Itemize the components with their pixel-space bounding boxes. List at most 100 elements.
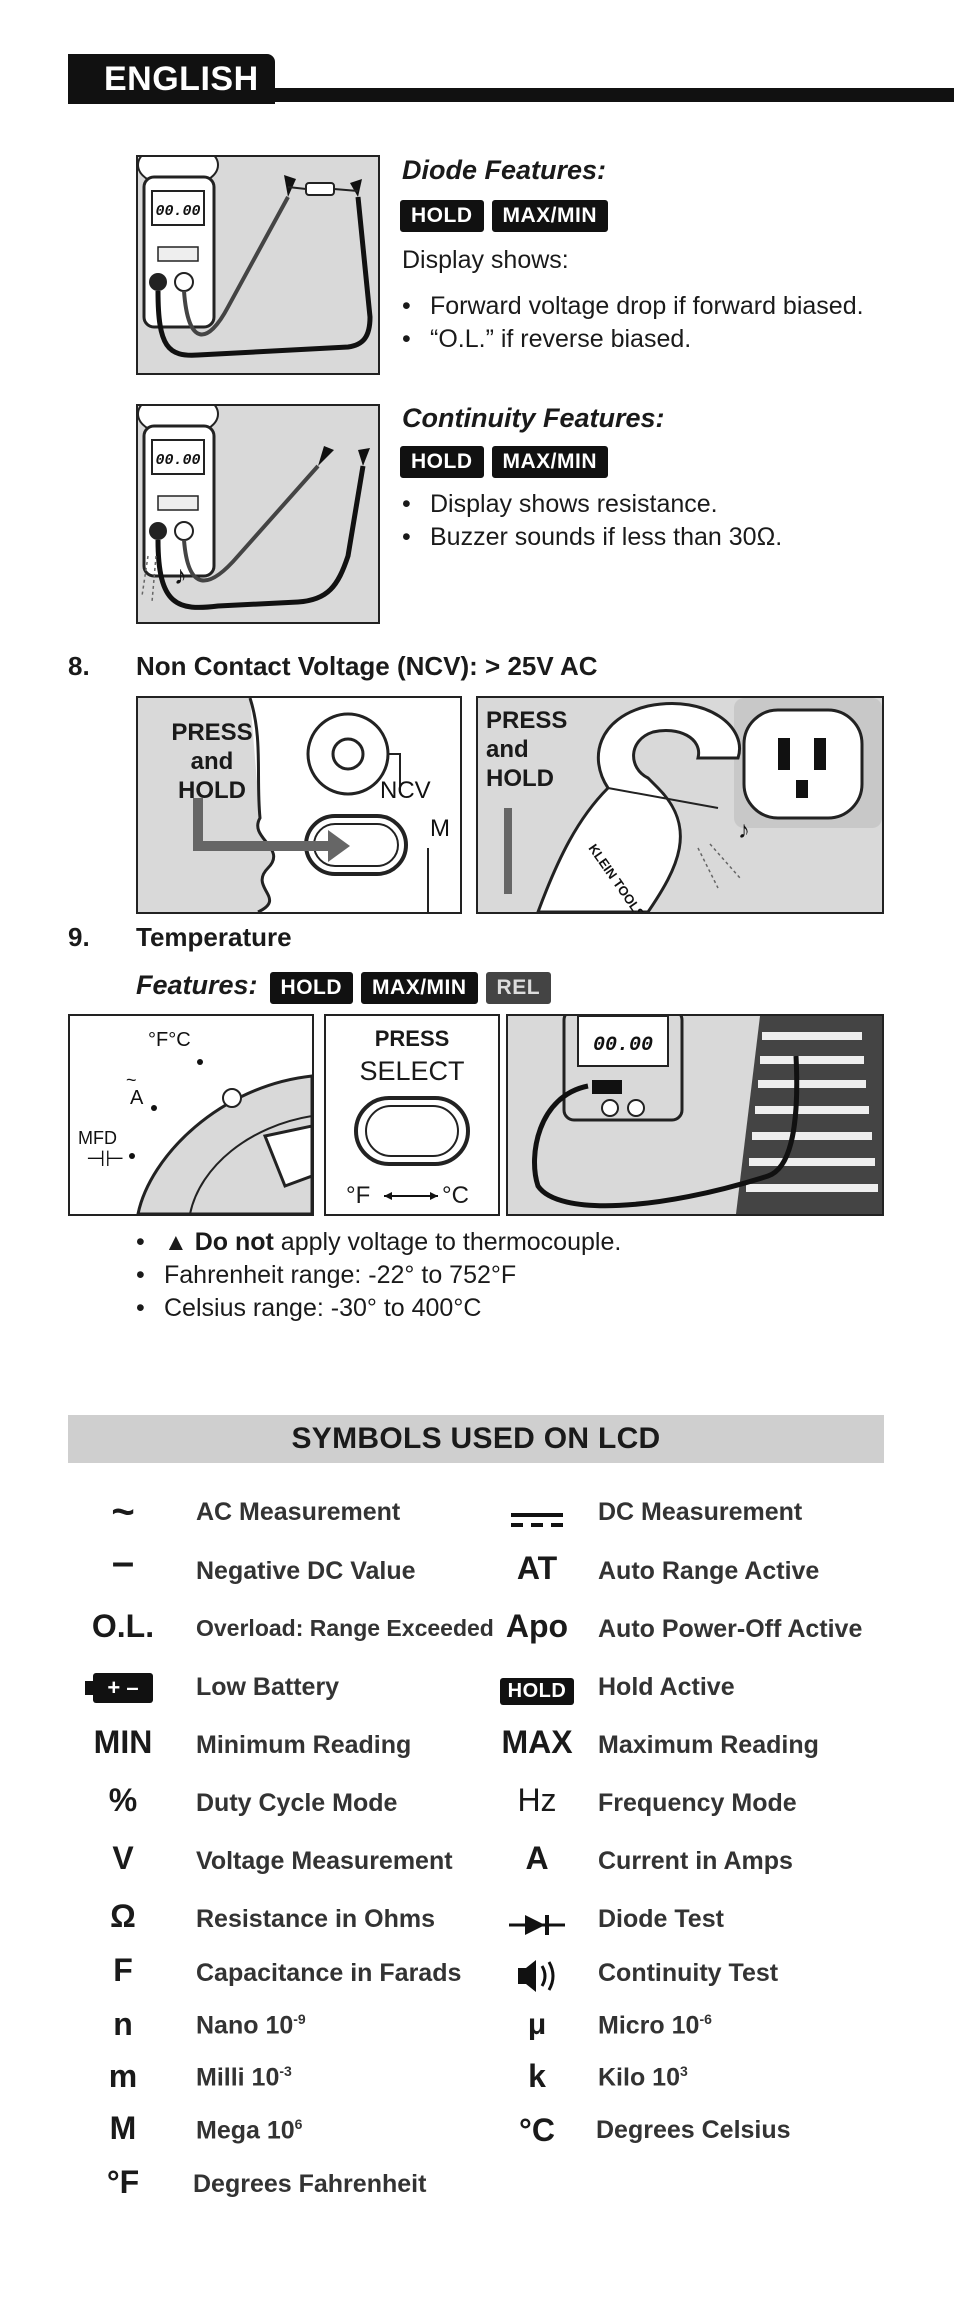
temperature-dial-illustration: °F°C A ~ MFD ⊣⊢ xyxy=(68,1014,314,1216)
symbol-desc: Duty Cycle Mode xyxy=(196,1789,398,1817)
dial-amps-label: A xyxy=(130,1087,144,1109)
diode-lcd-reading: 00.00 xyxy=(155,203,200,220)
diode-bullets: Forward voltage drop if forward biased. … xyxy=(400,290,900,356)
dial-fc-label: °F°C xyxy=(148,1029,191,1051)
symbols-heading: SYMBOLS USED ON LCD xyxy=(68,1415,884,1463)
continuity-lcd-reading: 00.00 xyxy=(155,452,200,469)
ncv-title: Non Contact Voltage (NCV): > 25V AC xyxy=(136,651,598,681)
unit-left-label: °F xyxy=(346,1182,371,1209)
percent-symbol: % xyxy=(108,1782,138,1818)
language-tab: ENGLISH xyxy=(68,54,275,104)
list-item: Fahrenheit range: -22° to 752°F xyxy=(134,1259,854,1292)
symbol-desc: Kilo 103 xyxy=(598,2063,688,2092)
symbol-desc: Voltage Measurement xyxy=(196,1847,453,1875)
select-label: SELECT xyxy=(359,1056,465,1086)
symbol-desc: Current in Amps xyxy=(598,1847,793,1875)
micro-symbol: μ xyxy=(527,2008,547,2041)
continuity-bullets: Display shows resistance. Buzzer sounds … xyxy=(400,488,900,554)
overload-symbol: O.L. xyxy=(91,1608,155,1644)
step-number: 9. xyxy=(68,922,90,952)
symbol-desc: Degrees Celsius xyxy=(596,2116,791,2144)
continuity-illustration: 00.00 ♪ xyxy=(136,404,380,624)
symbol-desc: AC Measurement xyxy=(196,1498,401,1526)
kilo-symbol: k xyxy=(528,2058,546,2094)
maxmin-badge: MAX/MIN xyxy=(361,972,478,1004)
press-label: PRESS xyxy=(374,1026,450,1051)
hold-badge: HOLD xyxy=(269,972,354,1004)
symbol-desc: Capacitance in Farads xyxy=(196,1959,462,1987)
max-symbol: MAX xyxy=(501,1724,573,1760)
temperature-title: Temperature xyxy=(136,922,292,952)
symbol-desc: Auto Power-Off Active xyxy=(598,1615,863,1643)
diode-icon xyxy=(482,1908,592,1945)
ncv-button-label: NCV xyxy=(380,777,431,804)
symbol-desc: Milli 10-3 xyxy=(196,2063,292,2092)
svg-text:~: ~ xyxy=(126,1070,137,1090)
header-rule xyxy=(68,88,954,102)
min-symbol: MIN xyxy=(93,1724,153,1760)
ncv-edge-label: M xyxy=(430,815,450,842)
diode-features-title: Diode Features: xyxy=(402,155,607,185)
continuity-icon xyxy=(482,1958,592,2002)
symbol-desc: Micro 10-6 xyxy=(598,2011,712,2040)
hold-badge: HOLD xyxy=(400,200,484,232)
celsius-symbol: °C xyxy=(519,2112,555,2148)
volt-symbol: V xyxy=(112,1840,134,1876)
milli-symbol: m xyxy=(108,2058,138,2094)
fahrenheit-symbol: °F xyxy=(106,2164,140,2200)
symbol-desc: Frequency Mode xyxy=(598,1789,797,1817)
dc-symbol xyxy=(482,1502,592,1539)
symbol-desc: Low Battery xyxy=(196,1673,340,1701)
ohm-symbol: Ω xyxy=(110,1898,136,1934)
music-note-icon: ♪ xyxy=(738,817,750,844)
list-item: ▲ Do not apply voltage to thermocouple. xyxy=(134,1226,854,1259)
symbol-desc: Continuity Test xyxy=(598,1959,779,1987)
capacitor-icon: ⊣⊢ xyxy=(86,1146,124,1171)
diode-display-shows: Display shows: xyxy=(402,246,569,274)
list-item: Display shows resistance. xyxy=(400,488,900,521)
select-button-illustration: PRESS SELECT °F °C xyxy=(324,1014,500,1216)
list-item: Buzzer sounds if less than 30Ω. xyxy=(400,521,900,554)
apo-symbol: Apo xyxy=(505,1608,569,1644)
maxmin-badge: MAX/MIN xyxy=(491,446,608,478)
negative-symbol: – xyxy=(111,1540,135,1584)
farad-symbol: F xyxy=(113,1952,133,1988)
symbol-desc: Auto Range Active xyxy=(598,1557,820,1585)
ac-symbol: ~ xyxy=(111,1490,135,1534)
continuity-features-title: Continuity Features: xyxy=(402,403,665,433)
step-number: 8. xyxy=(68,651,90,681)
temperature-bullets: ▲ Do not apply voltage to thermocouple. … xyxy=(134,1226,854,1325)
nano-symbol: n xyxy=(113,2006,133,2042)
thermocouple-illustration: 00.00 xyxy=(506,1014,884,1216)
symbol-desc: Resistance in Ohms xyxy=(196,1905,435,1933)
battery-icon: + – xyxy=(68,1666,178,1703)
hold-badge: HOLD xyxy=(400,446,484,478)
symbol-desc: Degrees Fahrenheit xyxy=(193,2170,427,2198)
list-item: Forward voltage drop if forward biased. xyxy=(400,290,900,323)
symbol-desc: Minimum Reading xyxy=(196,1731,412,1759)
symbol-desc: Negative DC Value xyxy=(196,1557,416,1585)
temperature-lcd-reading: 00.00 xyxy=(593,1034,653,1057)
symbol-desc: Mega 106 xyxy=(196,2116,303,2145)
symbol-desc: Nano 10-9 xyxy=(196,2011,306,2040)
symbol-desc: Maximum Reading xyxy=(598,1731,819,1759)
unit-right-label: °C xyxy=(442,1182,469,1209)
list-item: “O.L.” if reverse biased. xyxy=(400,323,900,356)
symbol-desc: DC Measurement xyxy=(598,1498,803,1526)
maxmin-badge: MAX/MIN xyxy=(491,200,608,232)
hold-symbol: HOLD xyxy=(482,1668,592,1705)
warning-icon: ▲ xyxy=(164,1229,188,1256)
symbol-desc: Overload: Range Exceeded xyxy=(196,1615,494,1641)
symbol-desc: Hold Active xyxy=(598,1673,735,1701)
diode-illustration: 00.00 xyxy=(136,155,380,375)
amp-symbol: A xyxy=(525,1840,549,1876)
list-item: Celsius range: -30° to 400°C xyxy=(134,1292,854,1325)
mega-symbol: M xyxy=(109,2110,137,2146)
